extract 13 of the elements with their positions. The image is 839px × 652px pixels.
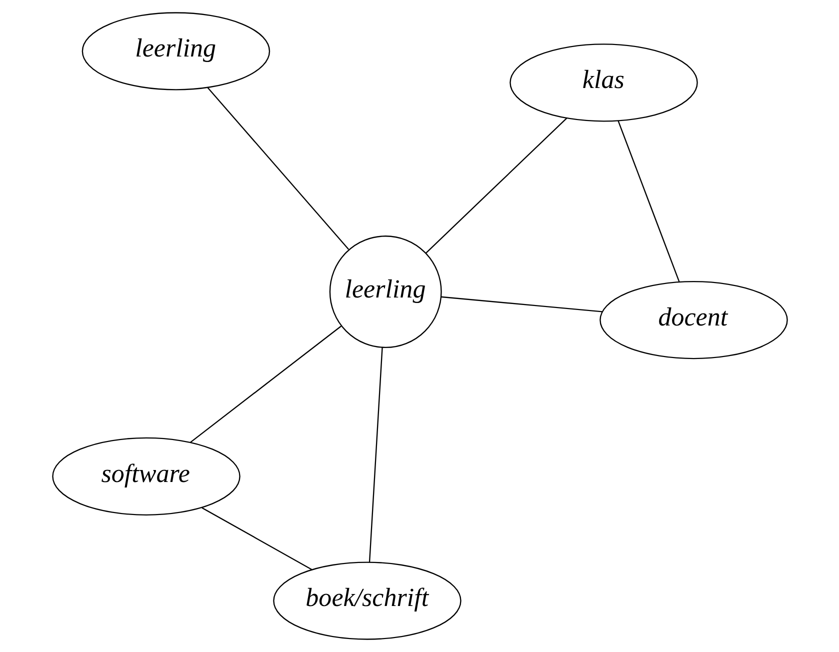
node-ellipse: docent (599, 280, 788, 360)
connector (190, 326, 341, 443)
connector (368, 347, 382, 562)
connector (617, 120, 680, 282)
node-ellipse: leerling (81, 12, 270, 90)
node-ellipse: boek/schrift (272, 562, 461, 640)
node-ellipse: klas (509, 44, 698, 122)
connector (440, 296, 602, 312)
connector (201, 507, 312, 570)
node-ellipse: software (52, 437, 240, 516)
node-circle: leerling (328, 236, 442, 348)
connector (206, 87, 349, 250)
connector (425, 118, 567, 254)
